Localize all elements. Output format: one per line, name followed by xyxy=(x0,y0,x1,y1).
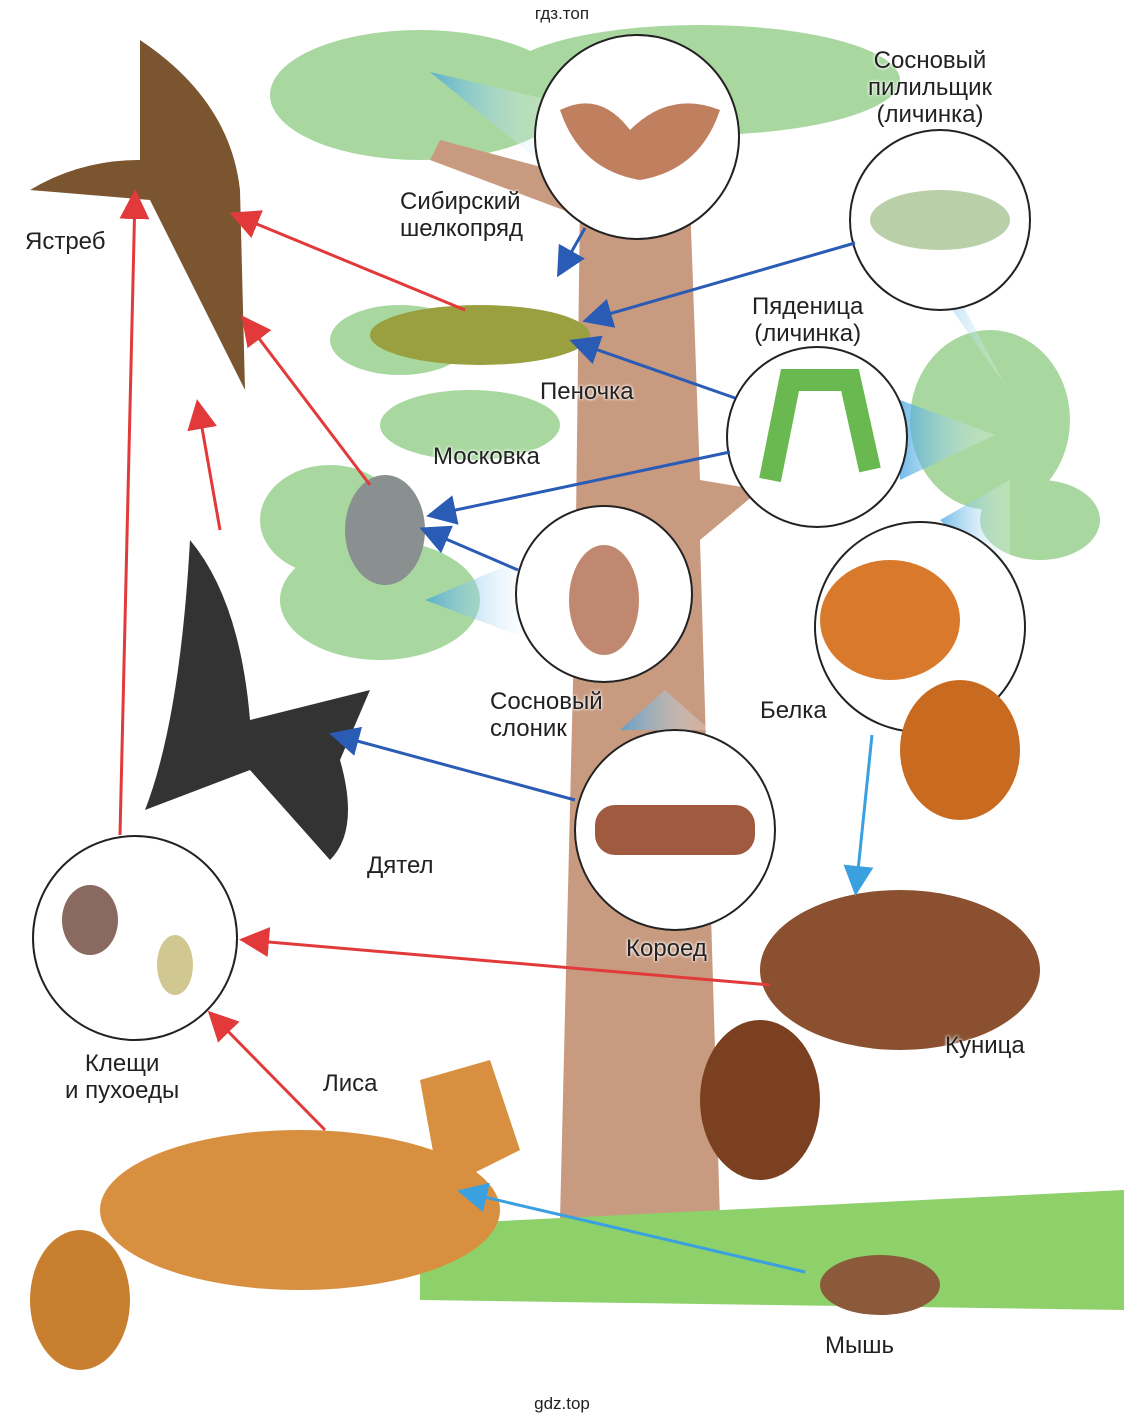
arrows xyxy=(118,189,874,1274)
tree-branch xyxy=(430,140,590,220)
fox xyxy=(100,1130,500,1290)
arrow-geometrid-warbler xyxy=(569,335,736,400)
label-marten: Куница xyxy=(945,1032,1025,1059)
label-geometrid: Пяденица (личинка) xyxy=(752,293,864,347)
label-woodpecker: Дятел xyxy=(367,852,434,879)
moth xyxy=(560,103,720,180)
arrow-squirrel-marten xyxy=(843,734,874,896)
grass xyxy=(420,1190,1124,1310)
coal-tit xyxy=(345,475,425,585)
marten xyxy=(760,890,1040,1050)
label-squirrel: Белка xyxy=(760,697,827,724)
label-sawfly: Сосновый пилильщик (личинка) xyxy=(868,47,992,128)
label-mites: Клещи и пухоеды xyxy=(65,1050,180,1104)
label-mouse: Мышь xyxy=(825,1332,894,1359)
warbler xyxy=(370,305,590,365)
label-silk-moth: Сибирский шелкопряд xyxy=(400,188,523,242)
weevil xyxy=(569,545,639,655)
sawfly-larva xyxy=(870,190,1010,250)
label-weevil: Сосновый слоник xyxy=(490,688,603,742)
animals xyxy=(30,40,1040,1370)
arrow-woodpecker-hawk xyxy=(187,399,222,531)
label-warbler: Пеночка xyxy=(540,378,634,405)
squirrel xyxy=(820,560,960,680)
label-coal-tit: Московка xyxy=(433,443,540,470)
louse xyxy=(157,935,193,995)
arrow-mites-hawk xyxy=(118,189,150,836)
bark-beetle xyxy=(595,805,755,855)
hawk xyxy=(30,40,245,390)
arrow-mouse-fox xyxy=(457,1182,806,1274)
mite xyxy=(62,885,118,955)
label-fox: Лиса xyxy=(323,1070,378,1097)
arrow-tit-hawk xyxy=(241,315,372,486)
arrow-weevil-tit xyxy=(419,525,519,572)
arrow-fox-mites xyxy=(207,1010,327,1132)
mouse xyxy=(820,1255,940,1315)
label-bark-beetle: Короед xyxy=(626,935,707,962)
label-hawk: Ястреб xyxy=(25,228,106,255)
arrow-sawfly-warbler xyxy=(582,241,856,328)
watermark-bottom: gdz.top xyxy=(534,1394,590,1413)
arrow-moth-warbler xyxy=(557,227,587,278)
arrow-marten-mites xyxy=(239,927,771,987)
watermark-top: гдз.топ xyxy=(534,4,590,23)
arrow-beetle-woodpecker xyxy=(329,726,576,802)
geometrid-larva xyxy=(759,369,881,483)
woodpecker xyxy=(145,540,370,860)
arrow-geometrid-tit xyxy=(426,450,731,525)
arrow-warbler-hawk xyxy=(229,210,466,312)
